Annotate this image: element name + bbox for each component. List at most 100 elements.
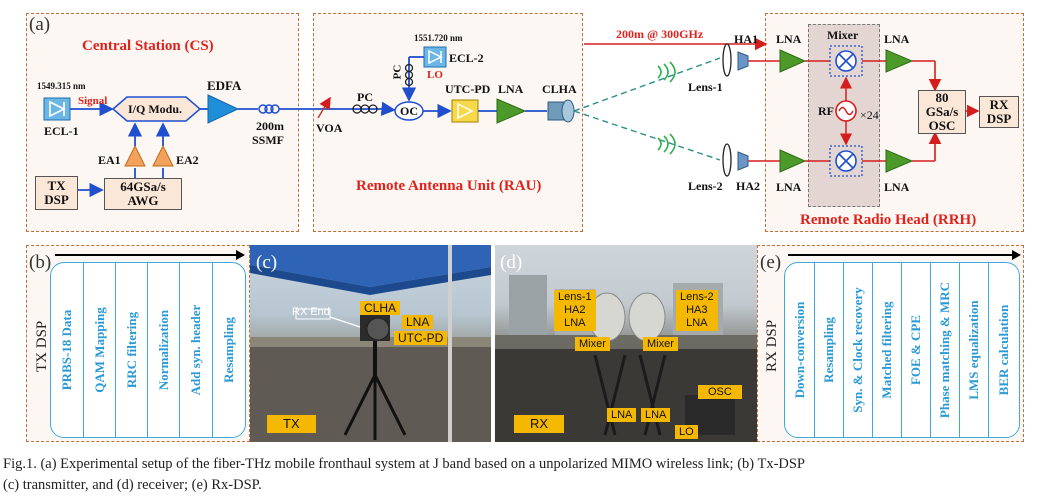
rx-dsp-step-label: Resampling xyxy=(821,317,836,383)
rx-dsp-step-label: LMS equalization xyxy=(966,300,981,400)
tx-dsp-step: Normalization xyxy=(148,263,180,437)
mixer-label: Mixer xyxy=(827,28,859,42)
tag-utcpd: UTC-PD xyxy=(394,331,448,345)
rx-dsp-line2: DSP xyxy=(986,111,1012,126)
ea1-amp-icon xyxy=(124,144,146,167)
rx-dsp-step: Resampling xyxy=(815,263,844,437)
rx-dsp-step-label: Down-conversion xyxy=(791,301,807,399)
tx-dsp-line1: TX xyxy=(47,178,66,193)
tag-lens2: Lens-2 xyxy=(680,291,714,303)
tx-dsp-step: PRBS-18 Data xyxy=(51,263,84,437)
rrh-lna3-label: LNA xyxy=(884,32,910,46)
panel-e-label: (e) xyxy=(760,252,782,273)
ecl1-label: ECL-1 xyxy=(44,124,79,138)
rx-dsp-side-label: RX DSP xyxy=(764,319,780,372)
lens-1-icon xyxy=(722,43,732,77)
awg-line1: 64GSa/s xyxy=(120,179,166,194)
rx-dsp-step: BER calculation xyxy=(989,263,1019,437)
rx-dsp-step: LMS equalization xyxy=(960,263,989,437)
ecl2-wavelength: 1551.720 nm xyxy=(414,33,463,43)
tx-dsp-step: QAM Mapping xyxy=(84,263,116,437)
rrh-lna4-label: LNA xyxy=(884,180,910,194)
beam-1 xyxy=(573,57,721,112)
cs-title: Central Station (CS) xyxy=(82,38,214,54)
rx-dsp-step-label: BER calculation xyxy=(996,304,1011,396)
ha1-label: HA1 xyxy=(734,32,758,46)
transmitter-photo: RX End CLHA LNA UTC-PD TX xyxy=(250,245,491,442)
rx-dsp-step: FOE & CPE xyxy=(902,263,931,437)
transmitter-scene xyxy=(250,245,491,442)
rx-dsp-step: Syn. & Clock recovery xyxy=(844,263,873,437)
ssmf-label: SSMF xyxy=(252,133,285,147)
rx-dsp-step-label: Phase matching & MRC xyxy=(937,281,952,419)
rrh-lna1-icon xyxy=(779,49,807,73)
rrh-lna2-label: LNA xyxy=(776,180,802,194)
tag-lna-right: LNA xyxy=(686,317,708,329)
lens-2-icon xyxy=(722,143,732,177)
tag-rx: RX xyxy=(514,415,565,433)
tag-tx: TX xyxy=(267,415,316,433)
rx-dsp-chain: Down-conversion Resampling Syn. & Clock … xyxy=(784,262,1020,438)
tag-lens2-stack: Lens-2 HA3 LNA xyxy=(676,290,718,331)
mixer2-box xyxy=(829,145,863,177)
wave-2-icon xyxy=(657,133,676,155)
ha2-label: HA2 xyxy=(736,179,760,193)
ssmf-spool-icon xyxy=(258,104,280,114)
utc-pd-icon xyxy=(451,99,479,123)
edfa-amplifier xyxy=(207,94,240,124)
pc2-icon xyxy=(404,63,414,87)
ea2-amp-icon xyxy=(152,144,174,167)
rau-lna-label: LNA xyxy=(498,82,524,96)
rx-dsp-step-label: Matched filtering xyxy=(879,301,894,399)
pc1-label: PC xyxy=(357,90,373,104)
tag-mixer2: Mixer xyxy=(643,337,678,351)
multiplier-label: ×24 xyxy=(860,108,879,122)
rx-dsp-step: Matched filtering xyxy=(873,263,902,437)
pc1-icon xyxy=(352,104,378,114)
rau-lna-icon xyxy=(496,98,527,124)
tag-lna: LNA xyxy=(402,315,434,329)
tx-dsp-step: Add syn. header xyxy=(180,263,213,437)
ea2-label: EA2 xyxy=(176,153,199,167)
tag-ha2: HA2 xyxy=(564,304,586,316)
rx-dsp-line1: RX xyxy=(989,97,1009,112)
tag-lna-2: LNA xyxy=(641,408,671,422)
ssmf-length: 200m xyxy=(256,119,284,133)
tag-lens1-stack: Lens-1 HA2 LNA xyxy=(554,290,596,331)
rrh-title: Remote Radio Head (RRH) xyxy=(800,212,977,228)
rx-end-label: RX End xyxy=(292,306,330,318)
ecl1-wavelength: 1549.315 nm xyxy=(37,81,86,91)
oc-label: OC xyxy=(400,104,418,118)
ha2-horn-icon xyxy=(737,151,749,171)
tx-dsp-step: RRC filtering xyxy=(116,263,148,437)
rrh-lna1-label: LNA xyxy=(776,32,802,46)
panel-c-label: (c) xyxy=(256,252,278,273)
lo-label: LO xyxy=(427,69,443,81)
rau-title: Remote Antenna Unit (RAU) xyxy=(356,178,542,194)
figure-caption-line1: Fig.1. (a) Experimental setup of the fib… xyxy=(3,456,805,472)
tx-dsp-chain: PRBS-18 Data QAM Mapping RRC filtering N… xyxy=(50,262,246,438)
rau-panel xyxy=(313,13,583,232)
iq-mod-label: I/Q Modu. xyxy=(128,102,183,116)
osc-line2: GSa/s xyxy=(925,104,959,119)
lens1-label: Lens-1 xyxy=(688,80,723,94)
link-label: 200m @ 300GHz xyxy=(616,27,704,41)
rrh-lna3-icon xyxy=(885,49,914,73)
rx-dsp-step: Down-conversion xyxy=(785,263,815,437)
rrh-lna4-icon xyxy=(885,149,914,173)
clha-label: CLHA xyxy=(542,82,577,96)
panel-d-label: (d) xyxy=(500,252,523,273)
rf-label: RF xyxy=(818,104,834,118)
rx-dsp-step-label: FOE & CPE xyxy=(908,314,923,386)
tag-lna-1: LNA xyxy=(607,408,637,422)
wave-1-icon xyxy=(657,61,676,83)
beam-2 xyxy=(573,110,721,161)
lens2-label: Lens-2 xyxy=(688,179,723,193)
rx-dsp-step: Phase matching & MRC xyxy=(931,263,960,437)
